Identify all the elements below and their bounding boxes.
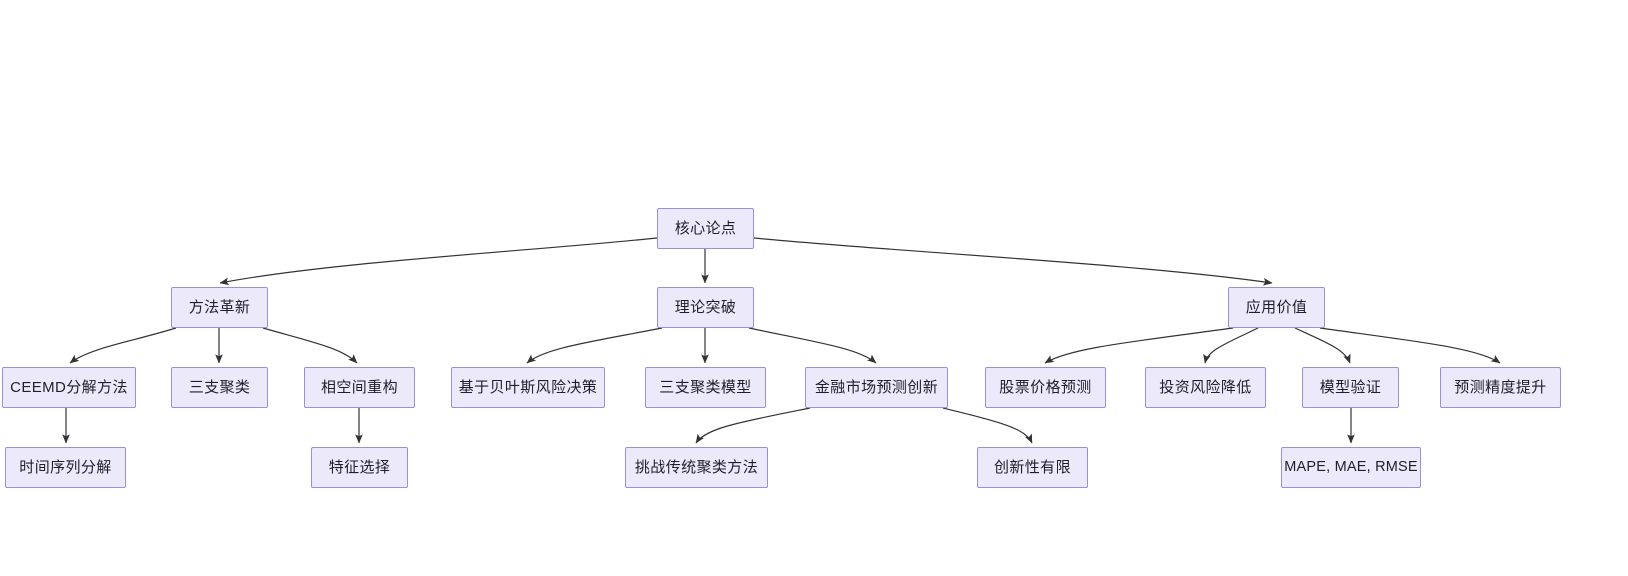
node-label-metrics: MAPE, MAE, RMSE xyxy=(1284,459,1418,476)
node-stock-price[interactable]: 股票价格预测 xyxy=(985,367,1106,408)
node-label-phase: 相空间重构 xyxy=(320,379,398,396)
node-ceemd[interactable]: CEEMD分解方法 xyxy=(2,367,136,408)
node-threeway[interactable]: 三支聚类 xyxy=(171,367,268,408)
node-feature-select[interactable]: 特征选择 xyxy=(311,447,408,488)
node-label-root: 核心论点 xyxy=(674,220,737,237)
node-accuracy[interactable]: 预测精度提升 xyxy=(1440,367,1561,408)
node-root[interactable]: 核心论点 xyxy=(657,208,754,249)
node-label-threeway: 三支聚类 xyxy=(188,379,251,396)
node-application[interactable]: 应用价值 xyxy=(1228,287,1325,328)
node-threeway-model[interactable]: 三支聚类模型 xyxy=(645,367,766,408)
node-phase[interactable]: 相空间重构 xyxy=(304,367,415,408)
node-label-limited-novelty: 创新性有限 xyxy=(993,459,1071,476)
node-limited-novelty[interactable]: 创新性有限 xyxy=(977,447,1088,488)
node-model-valid[interactable]: 模型验证 xyxy=(1302,367,1399,408)
node-label-ts-decomp: 时间序列分解 xyxy=(19,459,112,476)
node-label-model-valid: 模型验证 xyxy=(1319,379,1382,396)
node-bayes[interactable]: 基于贝叶斯风险决策 xyxy=(451,367,605,408)
node-metrics[interactable]: MAPE, MAE, RMSE xyxy=(1281,447,1421,488)
node-label-accuracy: 预测精度提升 xyxy=(1454,379,1547,396)
node-label-theory: 理论突破 xyxy=(674,299,737,316)
node-label-method: 方法革新 xyxy=(188,299,251,316)
node-label-ceemd: CEEMD分解方法 xyxy=(10,379,128,396)
node-label-stock-price: 股票价格预测 xyxy=(999,379,1092,396)
node-finance-innovation[interactable]: 金融市场预测创新 xyxy=(805,367,948,408)
node-risk-reduce[interactable]: 投资风险降低 xyxy=(1145,367,1266,408)
node-label-application: 应用价值 xyxy=(1245,299,1308,316)
node-label-challenge: 挑战传统聚类方法 xyxy=(634,459,759,476)
node-label-finance-innovation: 金融市场预测创新 xyxy=(814,379,939,396)
node-method[interactable]: 方法革新 xyxy=(171,287,268,328)
node-label-risk-reduce: 投资风险降低 xyxy=(1159,379,1252,396)
node-label-feature-select: 特征选择 xyxy=(328,459,391,476)
node-label-bayes: 基于贝叶斯风险决策 xyxy=(458,379,598,396)
node-theory[interactable]: 理论突破 xyxy=(657,287,754,328)
node-challenge[interactable]: 挑战传统聚类方法 xyxy=(625,447,768,488)
node-label-threeway-model: 三支聚类模型 xyxy=(659,379,752,396)
node-ts-decomp[interactable]: 时间序列分解 xyxy=(5,447,126,488)
